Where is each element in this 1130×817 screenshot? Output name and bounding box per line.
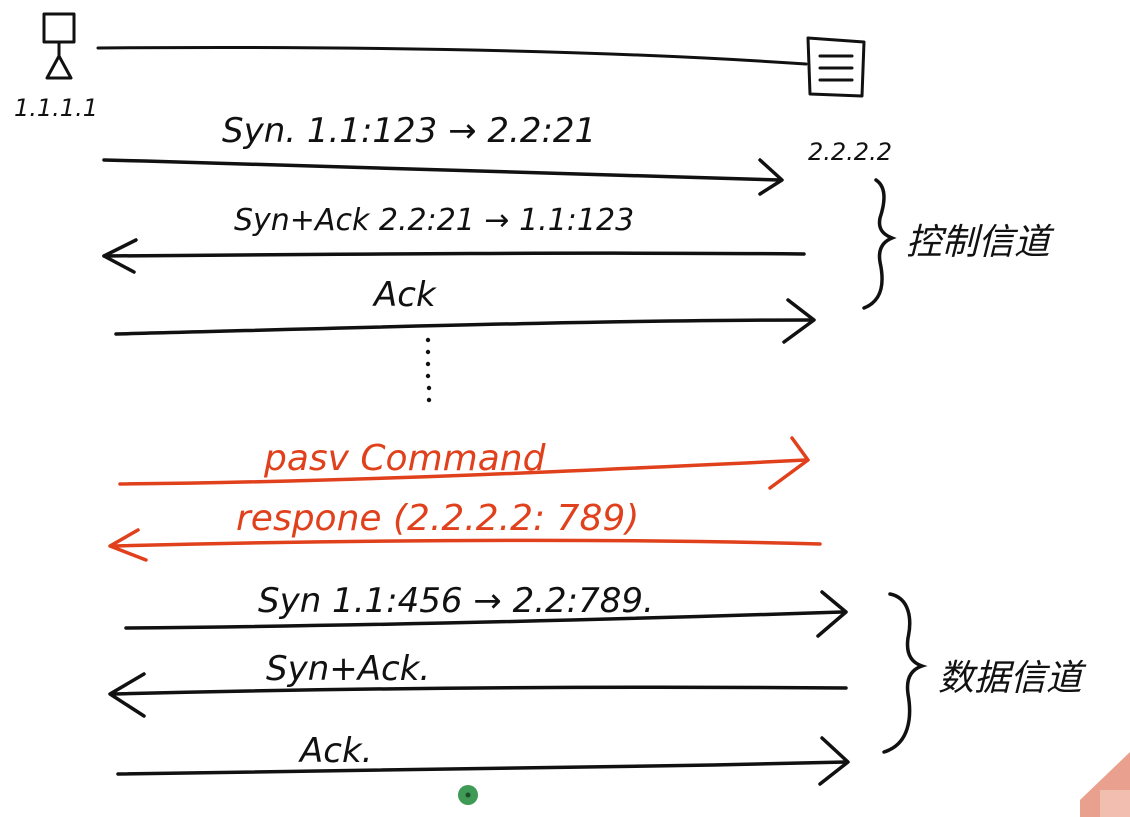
data-synack-arrow [108, 672, 848, 718]
data-channel-label: 数据信道 [938, 658, 1087, 699]
data-syn-arrow [124, 590, 848, 638]
pasv-command-arrow [118, 436, 810, 490]
control-ack-label: Ack [372, 275, 437, 315]
client-label: 1.1.1.1 [14, 94, 98, 122]
connection-line [96, 46, 808, 66]
data-synack-label: Syn+Ack. [266, 649, 430, 689]
control-ack-arrow [114, 298, 816, 344]
client-computer-icon [42, 12, 76, 80]
pasv-command-label: pasv Command [263, 438, 547, 479]
cursor-dot-center [465, 792, 471, 798]
server-icon [806, 36, 866, 98]
control-channel-label: 控制信道 [906, 222, 1055, 263]
corner-decoration-accent [1100, 790, 1130, 817]
control-syn-arrow [102, 158, 784, 196]
data-syn-label: Syn 1.1:456 → 2.2:789. [258, 581, 654, 621]
pasv-response-label: respone (2.2.2.2: 789) [236, 498, 639, 539]
data-ack-label: Ack. [298, 731, 372, 771]
data-channel-brace [882, 592, 928, 754]
control-synack-arrow [102, 238, 806, 274]
continuation-dots [425, 337, 432, 403]
data-ack-arrow [116, 736, 850, 786]
control-synack-label: Syn+Ack 2.2:21 → 1.1:123 [234, 203, 634, 238]
server-label: 2.2.2.2 [808, 138, 892, 166]
control-channel-brace [862, 178, 897, 310]
pasv-response-arrow [108, 528, 822, 562]
control-syn-label: Syn. 1.1:123 → 2.2:21 [222, 111, 596, 151]
